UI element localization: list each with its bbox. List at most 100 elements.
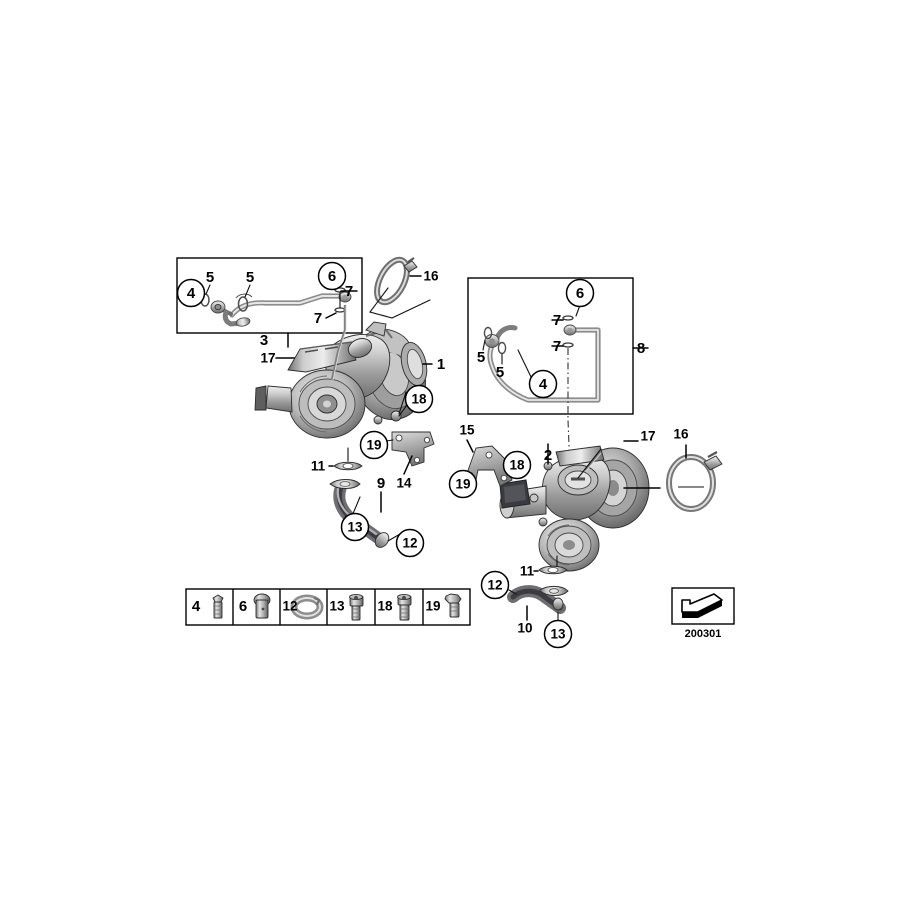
- diagram-id-text: 200301: [685, 628, 722, 640]
- gasket-11-left: [333, 461, 363, 471]
- bracket-14: [391, 431, 435, 467]
- hardware-legend-row: [185, 588, 471, 626]
- gasket-11-right: [538, 565, 568, 575]
- callout-2-turbocharger-right: 2: [544, 447, 552, 464]
- callout-16-vband-clamp-left-text: 16: [423, 269, 439, 284]
- callout-9-oil-return-pipe-text: 9: [377, 475, 385, 492]
- callout-19-bolt-left: 19: [359, 430, 389, 460]
- callout-19-bolt-right-text: 19: [455, 477, 470, 492]
- callout-1-turbocharger-left-text: 1: [437, 356, 445, 373]
- callout-12-clamp-right-ring: [480, 570, 510, 600]
- callout-11-gasket-right-text: 11: [520, 564, 535, 579]
- callout-8-oil-pipe-right: 8: [637, 340, 645, 357]
- callout-3-oil-pipe-left: 3: [260, 332, 268, 349]
- callout-1-turbocharger-left: 1: [437, 356, 445, 373]
- callout-2-turbocharger-right-text: 2: [544, 447, 552, 464]
- callout-18-screw-left-text: 18: [411, 392, 427, 407]
- legend-part-flange-bolt: [444, 593, 462, 618]
- oil-line-part-3-left: [200, 291, 352, 327]
- legend-number-hose-clamp: 12: [282, 599, 297, 614]
- callout-18-screw-left-ring: [404, 384, 434, 414]
- callout-13-screw-left-text: 13: [347, 520, 363, 535]
- callout-18-screw-right-text: 18: [509, 458, 525, 473]
- callout-6-banjo-bolt-left-text: 6: [328, 268, 336, 285]
- callout-11-gasket-left: 11: [311, 459, 326, 474]
- gasket-7a-right: [562, 315, 574, 321]
- legend-part-socket-screw-18: [397, 593, 412, 621]
- callout-17-gasket-right-text: 17: [640, 429, 655, 444]
- callout-4-oil-line-left: 4: [176, 278, 206, 308]
- callout-6-banjo-bolt-left-ring: [317, 261, 347, 291]
- oil-supply-line-box-left: [176, 257, 363, 334]
- callout-13-screw-right-ring: [543, 619, 573, 649]
- callout-9-oil-return-pipe: 9: [377, 475, 385, 492]
- gasket-7b-left: [334, 307, 346, 313]
- sealing-ring-5a-right: [483, 326, 493, 340]
- callout-7a-gasket-right-text: 7: [553, 312, 561, 329]
- legend-part-socket-screw-13: [349, 593, 364, 621]
- legend-number-socket-head-screw: 13: [329, 599, 345, 614]
- callout-13-screw-right-text: 13: [550, 627, 566, 642]
- callout-7b-gasket-left: 7: [314, 310, 322, 327]
- sealing-ring-5b-left: [237, 296, 249, 312]
- callout-5a-sealing-ring-left-text: 5: [206, 269, 214, 286]
- sealing-ring-5b-right: [497, 341, 507, 355]
- legend-part-hose-clamp: [290, 594, 324, 620]
- callout-12-clamp-left-ring: [395, 528, 425, 558]
- callout-7b-gasket-right-text: 7: [553, 338, 561, 355]
- callout-16-vband-clamp-right-text: 16: [673, 427, 689, 442]
- legend-part-banjo-bolt: [212, 594, 224, 619]
- callout-5b-sealing-ring-right-text: 5: [496, 364, 504, 381]
- callout-14-bracket-text: 14: [396, 476, 412, 491]
- legend-number-socket-head-screw: 18: [377, 599, 393, 614]
- callout-17-gasket-left-text: 17: [260, 351, 275, 366]
- callout-19-bolt-left-text: 19: [366, 438, 381, 453]
- callout-11-gasket-left-text: 11: [311, 459, 326, 474]
- callout-5b-sealing-ring-left: 5: [246, 269, 254, 286]
- oil-return-pipe-10: [507, 585, 569, 614]
- callout-15-bracket-right-text: 15: [459, 423, 475, 438]
- callout-12-clamp-left-text: 12: [402, 536, 417, 551]
- callout-7b-gasket-left-text: 7: [314, 310, 322, 327]
- legend-part-hex-bolt: [253, 593, 271, 619]
- callout-15-bracket-right: 15: [459, 423, 475, 438]
- callout-6-banjo-bolt-left: 6: [317, 261, 347, 291]
- callout-16-vband-clamp-right: 16: [673, 427, 689, 442]
- callout-18-screw-right-ring: [502, 450, 532, 480]
- callout-19-bolt-right-ring: [448, 469, 478, 499]
- legend-number-flange-bolt: 19: [425, 599, 440, 614]
- callout-8-oil-pipe-right-text: 8: [637, 340, 645, 357]
- callout-12-clamp-right: 12: [480, 570, 510, 600]
- callout-12-clamp-right-text: 12: [487, 578, 502, 593]
- callout-5a-sealing-ring-right-text: 5: [477, 349, 485, 366]
- callout-4-oil-line-left-text: 4: [187, 285, 196, 302]
- callout-4-oil-line-right-ring: [528, 369, 558, 399]
- callout-19-bolt-right: 19: [448, 469, 478, 499]
- callout-17-gasket-right: 17: [640, 429, 655, 444]
- callout-18-screw-left: 18: [404, 384, 434, 414]
- callout-4-oil-line-right: 4: [528, 369, 558, 399]
- oil-supply-line-box-right: [467, 277, 634, 415]
- orientation-arrow-icon: [671, 587, 735, 625]
- callout-4-oil-line-left-ring: [176, 278, 206, 308]
- callout-11-gasket-right: 11: [520, 564, 535, 579]
- callout-10-oil-return-pipe-right-text: 10: [517, 621, 532, 636]
- legend-number-banjo-bolt: 4: [192, 598, 201, 615]
- gasket-7b-right: [562, 342, 574, 348]
- callout-7a-gasket-left: 7: [345, 283, 353, 300]
- callout-4-oil-line-right-text: 4: [539, 376, 548, 393]
- callout-5a-sealing-ring-right: 5: [477, 349, 485, 366]
- turbocharger-assembly-left: [254, 305, 428, 439]
- callout-7b-gasket-right: 7: [553, 338, 561, 355]
- bracket-15: [465, 445, 513, 487]
- callout-5b-sealing-ring-right: 5: [496, 364, 504, 381]
- callout-6-banjo-bolt-right-ring: [565, 278, 595, 308]
- callout-12-clamp-left: 12: [395, 528, 425, 558]
- callout-16-vband-clamp-left: 16: [423, 269, 439, 284]
- callout-6-banjo-bolt-right-text: 6: [576, 285, 584, 302]
- vband-clamp-16-right: [666, 451, 723, 512]
- callout-17-gasket-left: 17: [260, 351, 275, 366]
- callout-3-oil-pipe-left-text: 3: [260, 332, 268, 349]
